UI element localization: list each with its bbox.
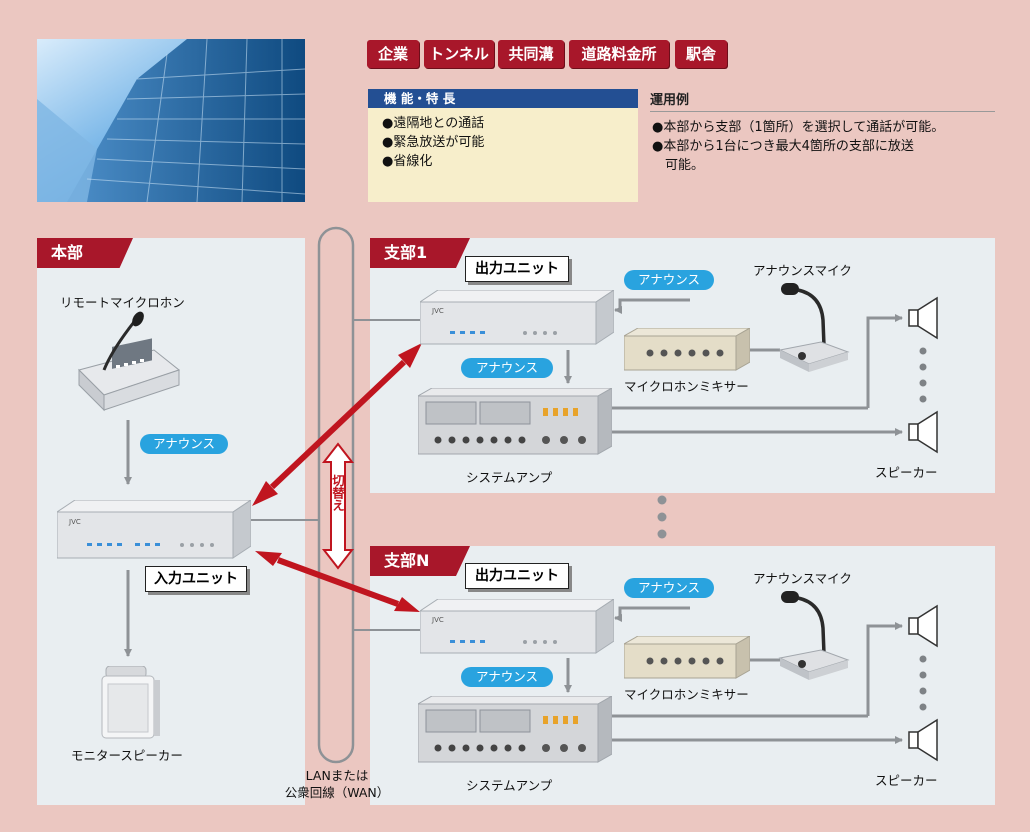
remote-microphone xyxy=(74,310,184,420)
input-unit-brand: JVC xyxy=(68,518,81,526)
features-box: 機 能・特 長 ●遠隔地との通話 ●緊急放送が可能 ●省線化 xyxy=(368,89,638,202)
headquarters-tag: 本部 xyxy=(37,238,133,268)
monitor-speaker-label: モニタースピーカー xyxy=(71,748,183,763)
branch1-speaker-top xyxy=(907,296,943,340)
operation-item: ●本部から1台につき最大4箇所の支部に放送 xyxy=(652,139,914,154)
branchN-announce-mic-label: アナウンスマイク xyxy=(753,571,852,586)
operation-example: 運用例 ●本部から支部（1箇所）を選択して通話が可能。 ●本部から1台につき最大… xyxy=(650,89,995,175)
tag-enterprise: 企業 xyxy=(367,40,419,68)
building-photo xyxy=(37,39,305,202)
branchN-mic-mixer xyxy=(622,635,752,680)
remote-mic-label: リモートマイクロホン xyxy=(60,295,185,310)
operation-title: 運用例 xyxy=(650,89,995,112)
feature-item: ●省線化 xyxy=(382,154,433,169)
input-unit-label: 入力ユニット xyxy=(145,566,247,592)
hq-announce-pill: アナウンス xyxy=(140,434,228,454)
branch1-mic-mixer xyxy=(622,327,752,372)
branch1-output-brand: JVC xyxy=(431,307,444,315)
switch-label: 切替え xyxy=(330,474,345,512)
branchN-announce-pill-mixer: アナウンス xyxy=(624,578,714,598)
network-label-line1: LANまたは xyxy=(305,768,369,783)
branch1-amp-label: システムアンプ xyxy=(466,470,553,485)
branchN-tag: 支部N xyxy=(370,546,470,576)
feature-item: ●緊急放送が可能 xyxy=(382,135,485,150)
branch1-output-unit-label: 出力ユニット xyxy=(465,256,569,282)
features-title: 機 能・特 長 xyxy=(368,89,638,108)
branchN-amp-label: システムアンプ xyxy=(466,778,553,793)
branchN-announce-pill-amp: アナウンス xyxy=(461,667,553,687)
branch1-tag: 支部1 xyxy=(370,238,470,268)
operation-item: 可能。 xyxy=(652,158,705,173)
branchN-output-unit: JVC xyxy=(418,598,616,657)
branchN-speaker-bottom xyxy=(907,718,943,762)
branch1-output-unit: JVC xyxy=(418,289,616,348)
branch1-speaker-bottom xyxy=(907,410,943,454)
branch1-announce-mic-label: アナウンスマイク xyxy=(753,263,852,278)
branch1-announce-pill-mixer: アナウンス xyxy=(624,270,714,290)
branch1-announce-pill-amp: アナウンス xyxy=(461,358,553,378)
tag-tunnel: トンネル xyxy=(424,40,494,68)
input-unit: JVC xyxy=(55,499,253,562)
tag-utility-tunnel: 共同溝 xyxy=(498,40,564,68)
branchN-output-unit-label: 出力ユニット xyxy=(465,563,569,589)
branchN-output-brand: JVC xyxy=(431,616,444,624)
branch1-announce-microphone xyxy=(776,280,851,372)
monitor-speaker xyxy=(100,665,162,742)
network-label-line2: 公衆回線（WAN） xyxy=(284,785,390,800)
branchN-mixer-label: マイクロホンミキサー xyxy=(624,687,749,702)
tag-tollgate: 道路料金所 xyxy=(569,40,669,68)
operation-item: ●本部から支部（1箇所）を選択して通話が可能。 xyxy=(652,120,945,135)
branch1-system-amp xyxy=(416,387,614,456)
branchN-speaker-label: スピーカー xyxy=(875,773,938,788)
branch1-mixer-label: マイクロホンミキサー xyxy=(624,379,749,394)
branchN-announce-microphone xyxy=(776,588,851,680)
branch1-speaker-label: スピーカー xyxy=(875,465,938,480)
feature-item: ●遠隔地との通話 xyxy=(382,116,485,131)
branchN-system-amp xyxy=(416,695,614,764)
tag-station: 駅舎 xyxy=(675,40,727,68)
branchN-speaker-top xyxy=(907,604,943,648)
